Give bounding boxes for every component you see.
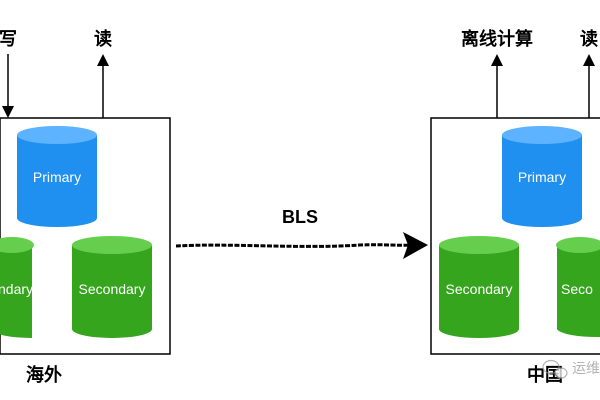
china-secondary-left-label: Secondary — [446, 281, 513, 297]
china-cluster-box — [430, 117, 600, 355]
overseas-read-label: 读 — [94, 28, 112, 50]
overseas-secondary-right-label: Secondary — [79, 281, 146, 297]
china-secondary-left-db: Secondary — [439, 236, 519, 338]
china-secondary-right-label: Seco — [561, 281, 593, 297]
overseas-secondary-left-label: ndary — [0, 281, 33, 297]
overseas-region-label: 海外 — [26, 364, 62, 386]
offline-compute-label: 离线计算 — [461, 28, 533, 50]
bls-arrow — [175, 243, 411, 248]
bls-label: BLS — [282, 207, 318, 227]
bls-arrowhead — [403, 232, 428, 259]
write-label: 写 — [0, 29, 17, 50]
china-read-label: 读 — [580, 28, 598, 50]
overseas-primary-label: Primary — [33, 169, 81, 185]
overseas-cluster-box — [0, 117, 171, 355]
overseas-secondary-left-db: ndary — [0, 237, 34, 339]
china-secondary-right-db: Seco — [556, 237, 600, 338]
china-region-label: 中国 — [527, 364, 563, 386]
overseas-secondary-right-db: Secondary — [72, 236, 152, 338]
watermark-text: 运维 — [572, 361, 600, 377]
wechat-icon — [542, 359, 568, 379]
china-primary-label: Primary — [518, 169, 566, 185]
china-primary-db: Primary — [502, 126, 582, 227]
overseas-primary-db: Primary — [17, 126, 97, 227]
watermark: 运维 — [542, 359, 600, 379]
